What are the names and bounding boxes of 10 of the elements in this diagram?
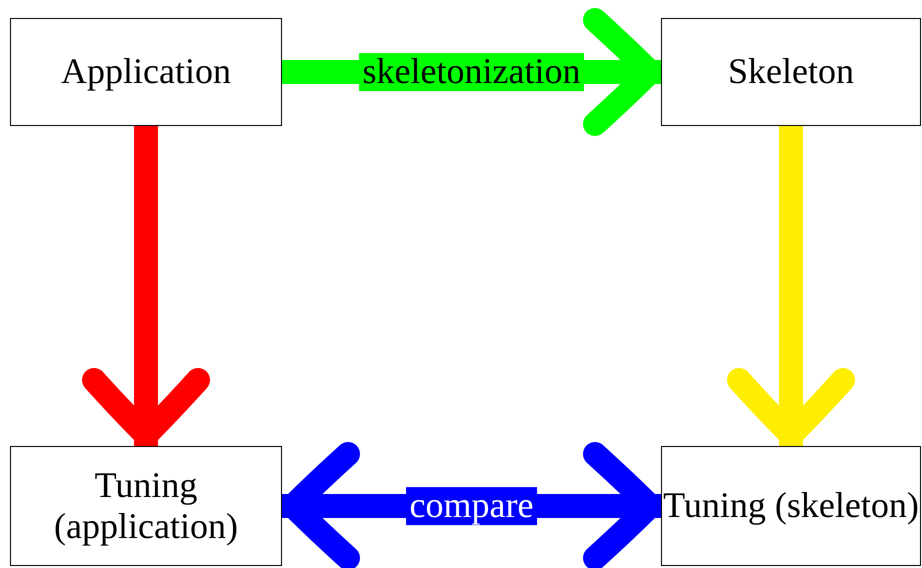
process-box bbox=[661, 446, 921, 566]
edge-label: skeletonization bbox=[358, 53, 584, 91]
edge-label: compare bbox=[406, 487, 538, 525]
box-label: Tuning (skeleton) bbox=[663, 485, 919, 527]
box-label: Application bbox=[61, 51, 231, 93]
process-box bbox=[661, 18, 921, 126]
box-label: Skeleton bbox=[728, 51, 854, 93]
process-box bbox=[10, 18, 282, 126]
process-box bbox=[10, 446, 282, 566]
box-label: Tuning (application) bbox=[53, 464, 239, 548]
